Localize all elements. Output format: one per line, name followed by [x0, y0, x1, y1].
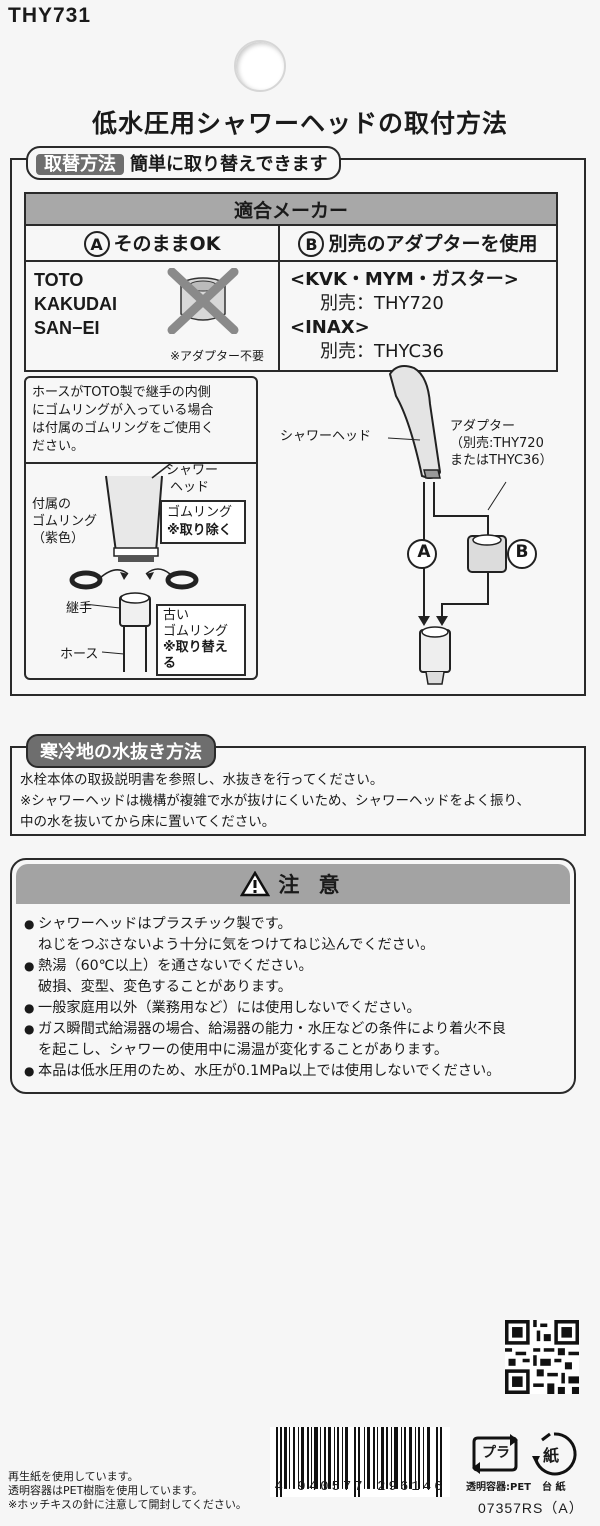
- no-adapter-note: ※アダプター不要: [169, 349, 264, 363]
- rubber-ring-note: ホースがTOTO製で継手の内側 にゴムリングが入っている場合 は付属のゴムリング…: [26, 378, 256, 464]
- caution-title: 注 意: [278, 873, 346, 897]
- shower-head-label-right: シャワーヘッド: [280, 429, 372, 444]
- label-line: シャワー: [166, 463, 219, 478]
- b-group2: <INAX>: [290, 317, 370, 338]
- a-maker: TOTO: [34, 270, 84, 290]
- callout-line: ゴムリング: [167, 505, 233, 520]
- drain-line: 水栓本体の取扱説明書を参照し、水抜きを行ってください。: [20, 772, 384, 788]
- pla-recycle-icon: [472, 1434, 518, 1474]
- replace-ring-callout: 古い ゴムリング ※取り替える: [156, 604, 246, 676]
- drain-instructions: 水栓本体の取扱説明書を参照し、水抜きを行ってください。 ※シャワーヘッドは機構が…: [20, 770, 530, 833]
- col-b-label: 別売のアダプターを使用: [328, 232, 538, 255]
- drain-tab: 寒冷地の水抜き方法: [26, 734, 216, 768]
- caution-header: 注 意: [16, 864, 570, 904]
- label-line: （紫色）: [32, 531, 85, 546]
- b-group2-sub: 別売：THYC36: [320, 341, 445, 362]
- b-group1-sub: 別売：THY720: [320, 293, 444, 314]
- caution-item: ガス瞬間式給湯器の場合、給湯器の能力・水圧などの条件により着火不良を起こし、シャ…: [24, 1019, 564, 1061]
- replacement-tab-label: 取替方法: [36, 154, 124, 175]
- ring-illustration: [69, 463, 199, 672]
- caution-item: 熱湯（60℃以上）を通さないでください。破損、変型、変色することがあります。: [24, 956, 564, 998]
- included-ring-label: 付属の ゴムリング （紫色）: [32, 496, 97, 547]
- route-b-letter: B: [515, 542, 529, 562]
- qr-code: [505, 1320, 579, 1394]
- model-number: THY731: [8, 4, 92, 27]
- label-line: またはTHYC36）: [450, 453, 553, 468]
- paper-recycle-icon: [532, 1432, 577, 1476]
- caution-item: 一般家庭用以外（業務用など）には使用しないでください。: [24, 998, 564, 1019]
- footer-notes: 再生紙を使用しています。 透明容器はPET樹脂を使用しています。 ※ホッチキスの…: [8, 1470, 247, 1512]
- route-a-letter: A: [417, 542, 431, 562]
- maker-table-header: 適合メーカー: [24, 192, 558, 226]
- product-code: 07357RS（A）: [478, 1500, 584, 1516]
- caution-list: シャワーヘッドはプラスチック製です。ねじをつぶさないよう十分に気をつけてねじ込ん…: [12, 908, 574, 1082]
- callout-line: ※取り除く: [167, 523, 232, 538]
- b-group1: <KVK・MYM・ガスター>: [290, 269, 519, 290]
- label-line: （別売:THY720: [450, 436, 544, 451]
- pla-mark-label: 透明容器:PET: [466, 1482, 531, 1493]
- page-title: 低水圧用シャワーヘッドの取付方法: [91, 109, 508, 138]
- route-a-icon: [407, 539, 437, 569]
- barcode-number: 4 940577 296146: [274, 1479, 446, 1495]
- a-maker: SAN−EI: [34, 318, 100, 338]
- replacement-tab-sub: 簡単に取り替えできます: [130, 154, 328, 175]
- footer-note: 再生紙を使用しています。: [8, 1470, 139, 1483]
- route-b-icon: [507, 539, 537, 569]
- note-line: にゴムリングが入っている場合: [32, 403, 214, 418]
- warning-icon: [240, 871, 271, 897]
- hose-label: ホース: [60, 647, 99, 662]
- paper-mark-label: 台 紙: [542, 1482, 566, 1493]
- col-a-body: TOTO KAKUDAI SAN−EI ※アダプター不要: [24, 260, 280, 372]
- col-a-label: そのままOK: [113, 232, 221, 255]
- letter-b-icon: B: [298, 231, 325, 258]
- no-adapter-icon: [167, 268, 239, 334]
- adapter-label: アダプター （別売:THY720 またはTHYC36）: [450, 418, 553, 469]
- label-line: ヘッド: [170, 480, 210, 495]
- col-b-body: <KVK・MYM・ガスター> 別売：THY720 <INAX> 別売：THYC3…: [278, 260, 558, 372]
- label-line: 付属の: [32, 497, 72, 512]
- caution-item: 本品は低水圧用のため、水圧が0.1MPa以上では使用しないでください。: [24, 1061, 564, 1082]
- hang-hole: [234, 40, 286, 92]
- adapter-route-diagram: [387, 365, 537, 685]
- drain-line: ※シャワーヘッドは機構が複雑で水が抜けにくいため、シャワーヘッドをよく振り、: [20, 793, 531, 809]
- letter-a-icon: A: [83, 231, 110, 258]
- drain-line: 中の水を抜いてから床に置いてください。: [20, 814, 276, 830]
- paper-mark-text: 紙: [543, 1446, 560, 1465]
- caution-box: 注 意 シャワーヘッドはプラスチック製です。ねじをつぶさないよう十分に気をつけて…: [10, 858, 576, 1094]
- label-line: ゴムリング: [32, 514, 98, 529]
- note-line: ホースがTOTO製で継手の内側: [32, 385, 211, 400]
- pla-mark-text: プラ: [482, 1445, 510, 1461]
- note-line: は付属のゴムリングをご使用く: [32, 421, 215, 436]
- shower-head-label-left: シャワー ヘッド: [166, 462, 218, 496]
- caution-item: シャワーヘッドはプラスチック製です。ねじをつぶさないよう十分に気をつけてねじ込ん…: [24, 914, 564, 956]
- footer-note: ※ホッチキスの針に注意して開封してください。: [8, 1498, 247, 1511]
- replacement-tab: 取替方法簡単に取り替えできます: [26, 146, 342, 180]
- joint-label: 継手: [66, 601, 93, 616]
- label-line: アダプター: [450, 419, 516, 434]
- a-maker: KAKUDAI: [34, 294, 117, 314]
- remove-ring-callout: ゴムリング ※取り除く: [160, 500, 246, 544]
- callout-line: ゴムリング: [163, 624, 229, 639]
- footer-note: 透明容器はPET樹脂を使用しています。: [8, 1484, 203, 1497]
- callout-line: ※取り替える: [163, 640, 228, 671]
- callout-line: 古い: [163, 608, 190, 623]
- a-maker-list: TOTO KAKUDAI SAN−EI: [34, 268, 117, 340]
- note-line: ださい。: [32, 439, 85, 454]
- barcode: [270, 1427, 450, 1497]
